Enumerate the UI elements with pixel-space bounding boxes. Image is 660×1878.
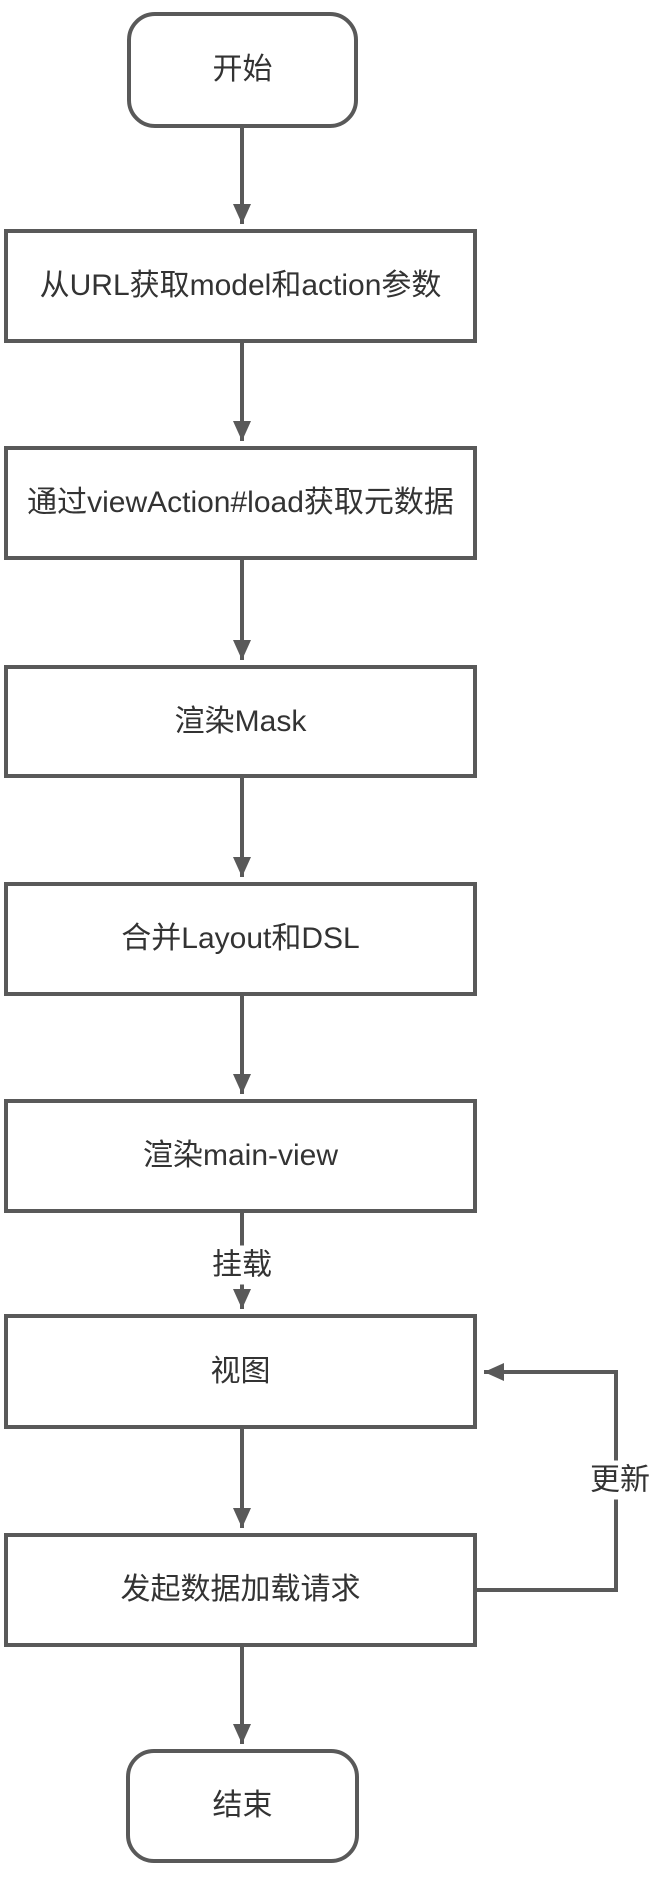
node-view: 视图 (4, 1314, 477, 1429)
node-view-label: 视图 (210, 1354, 271, 1388)
node-end: 结束 (126, 1749, 359, 1863)
node-load-metadata: 通过viewAction#load获取元数据 (4, 446, 477, 560)
edge-label-mount: 挂载 (207, 1245, 277, 1285)
node-get-params-label: 从URL获取model和action参数 (39, 269, 442, 303)
node-get-params: 从URL获取model和action参数 (4, 229, 477, 343)
node-render-main-view: 渲染main-view (4, 1099, 477, 1213)
node-load-metadata-label: 通过viewAction#load获取元数据 (27, 486, 454, 520)
node-render-main-view-label: 渲染main-view (142, 1139, 339, 1173)
edge-label-update: 更新 (585, 1460, 655, 1500)
node-request-data-label: 发起数据加载请求 (120, 1573, 361, 1607)
node-start: 开始 (127, 12, 358, 128)
node-render-mask: 渲染Mask (4, 665, 477, 778)
node-render-mask-label: 渲染Mask (174, 704, 307, 738)
node-request-data: 发起数据加载请求 (4, 1533, 477, 1647)
node-start-label: 开始 (212, 53, 273, 87)
node-end-label: 结束 (212, 1789, 273, 1823)
node-merge-layout-dsl-label: 合并Layout和DSL (121, 922, 360, 956)
node-merge-layout-dsl: 合并Layout和DSL (4, 882, 477, 996)
